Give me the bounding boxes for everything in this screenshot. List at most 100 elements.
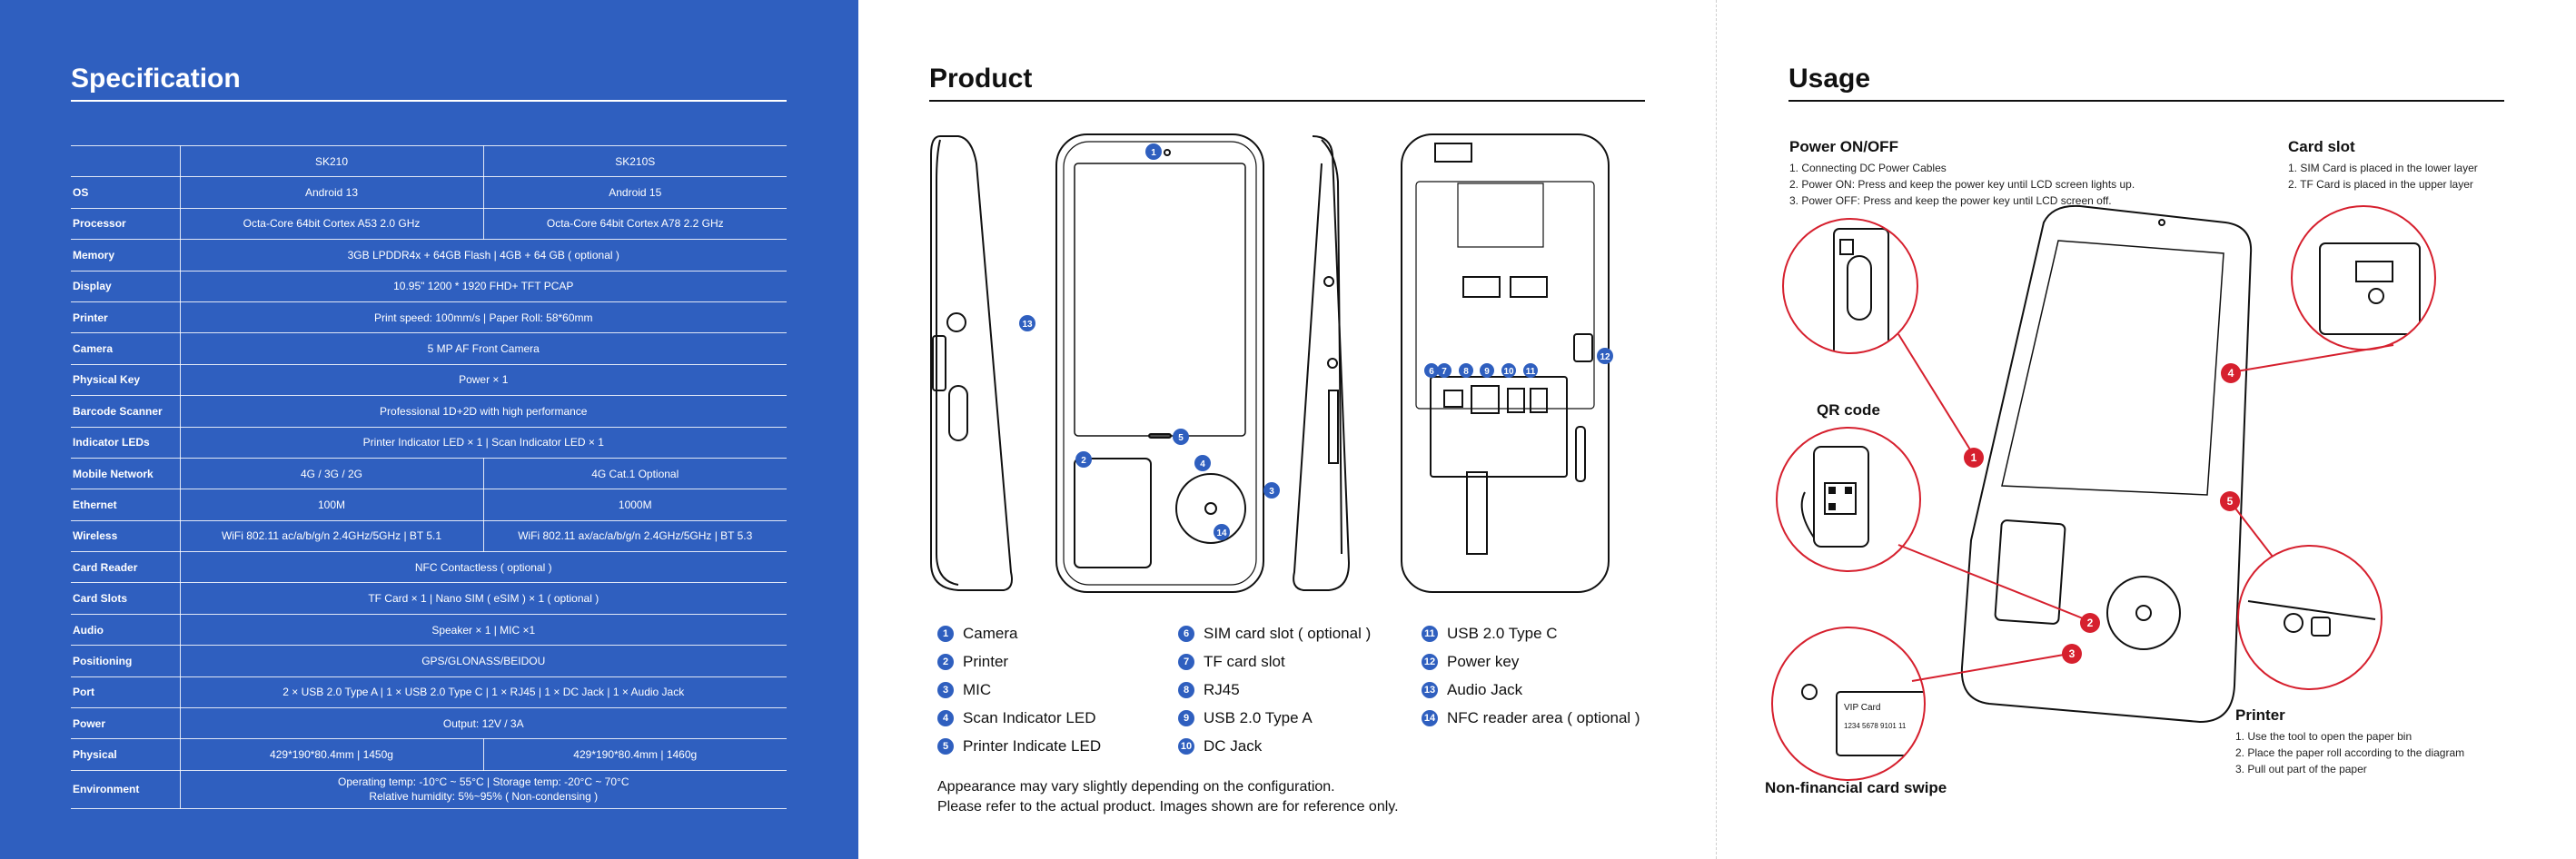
specification-title: Specification bbox=[71, 64, 241, 94]
panel-divider bbox=[1716, 0, 1717, 859]
callout-label: 7 bbox=[1442, 367, 1447, 377]
legend-number: 8 bbox=[1178, 681, 1194, 698]
spec-value: 429*190*80.4mm | 1450g bbox=[180, 738, 484, 771]
spec-value: Octa-Core 64bit Cortex A53 2.0 GHz bbox=[180, 208, 484, 241]
spec-value-text: 5 MP AF Front Camera bbox=[427, 342, 540, 356]
spec-value: WiFi 802.11 ax/ac/a/b/g/n 2.4GHz/5GHz | … bbox=[483, 520, 787, 553]
spec-value: 429*190*80.4mm | 1460g bbox=[483, 738, 787, 771]
legend-item: 8 RJ45 bbox=[1178, 676, 1371, 704]
spec-value: WiFi 802.11 ac/a/b/g/n 2.4GHz/5GHz | BT … bbox=[180, 520, 484, 553]
legend-label: TF card slot bbox=[1204, 652, 1285, 670]
spec-label: Card Reader bbox=[71, 551, 181, 584]
legend-label: MIC bbox=[963, 680, 992, 698]
spec-value: Professional 1D+2D with high performance bbox=[180, 395, 787, 428]
power-heading: Power ON/OFF bbox=[1789, 138, 1898, 155]
spec-label: Memory bbox=[71, 239, 181, 272]
callout-label: 2 bbox=[1081, 456, 1086, 466]
title-rule bbox=[71, 100, 787, 102]
spec-value: GPS/GLONASS/BEIDOU bbox=[180, 645, 787, 677]
printer-steps: 1. Use the tool to open the paper bin 2.… bbox=[2235, 728, 2464, 777]
spec-value: Printer Indicator LED × 1 | Scan Indicat… bbox=[180, 427, 787, 459]
power-key-zoom bbox=[1782, 218, 1918, 354]
legend-number: 5 bbox=[937, 737, 954, 755]
printer-step: 3. Pull out part of the paper bbox=[2235, 763, 2367, 775]
product-title: Product bbox=[929, 64, 1033, 94]
printer-step: 2. Place the paper roll according to the… bbox=[2235, 746, 2465, 759]
printer-zoom bbox=[2237, 545, 2383, 690]
spec-value: Print speed: 100mm/s | Paper Roll: 58*60… bbox=[180, 301, 787, 334]
legend-label: DC Jack bbox=[1204, 736, 1263, 755]
back-view bbox=[1401, 133, 1610, 593]
model-name: SK210S bbox=[483, 144, 787, 178]
spec-value-text: GPS/GLONASS/BEIDOU bbox=[421, 654, 546, 667]
spec-value-text: Operating temp: -10°C ~ 55°C | Storage t… bbox=[338, 775, 629, 789]
callout-label: 12 bbox=[1600, 352, 1610, 362]
spec-row: Positioning GPS/GLONASS/BEIDOU bbox=[71, 645, 787, 677]
spec-value: 4G Cat.1 Optional bbox=[483, 458, 787, 490]
card-slot-heading: Card slot bbox=[2288, 138, 2355, 155]
spec-value: TF Card × 1 | Nano SIM ( eSIM ) × 1 ( op… bbox=[180, 582, 787, 615]
usage-callout-4: 4 bbox=[2221, 363, 2241, 383]
spec-value-text: Power × 1 bbox=[459, 373, 509, 387]
spec-label: Processor bbox=[71, 208, 181, 241]
usage-panel: Usage Power ON/OFF 1. Connecting DC Powe… bbox=[1717, 0, 2576, 859]
spec-label: Wireless bbox=[71, 520, 181, 553]
legend-label: Power key bbox=[1447, 652, 1520, 670]
spec-value-text: Professional 1D+2D with high performance bbox=[380, 404, 588, 418]
model-name: SK210 bbox=[180, 144, 484, 178]
legend-item: 5 Printer Indicate LED bbox=[937, 732, 1101, 760]
spec-label: Barcode Scanner bbox=[71, 395, 181, 428]
legend-label: Printer Indicate LED bbox=[963, 736, 1102, 755]
spec-label: Physical Key bbox=[71, 364, 181, 397]
callout-lines bbox=[1897, 333, 2394, 682]
disclaimer-line-1: Appearance may vary slightly depending o… bbox=[937, 779, 1335, 795]
callout-label: 4 bbox=[1200, 459, 1205, 469]
callout-label: 3 bbox=[1269, 487, 1274, 497]
card-slot-steps: 1. SIM Card is placed in the lower layer… bbox=[2288, 160, 2478, 193]
disclaimer: Appearance may vary slightly depending o… bbox=[937, 777, 1399, 817]
legend-label: USB 2.0 Type A bbox=[1204, 708, 1313, 726]
spec-value-text: 10.95" 1200 * 1920 FHD+ TFT PCAP bbox=[393, 280, 574, 293]
legend-number: 12 bbox=[1422, 653, 1438, 670]
legend-number: 6 bbox=[1178, 625, 1194, 642]
qr-code-zoom bbox=[1776, 427, 1921, 572]
power-steps: 1. Connecting DC Power Cables 2. Power O… bbox=[1789, 160, 2135, 209]
spec-row: Barcode Scanner Professional 1D+2D with h… bbox=[71, 395, 787, 428]
spec-value: 10.95" 1200 * 1920 FHD+ TFT PCAP bbox=[180, 271, 787, 302]
spec-value: NFC Contactless ( optional ) bbox=[180, 551, 787, 584]
spec-label: Positioning bbox=[71, 645, 181, 677]
legend-number: 4 bbox=[937, 709, 954, 726]
disclaimer-line-2: Please refer to the actual product. Imag… bbox=[937, 799, 1399, 815]
power-step: 1. Connecting DC Power Cables bbox=[1789, 162, 1947, 174]
vip-card-number: 1234 5678 9101 11 bbox=[1844, 722, 1907, 730]
usage-callout-5: 5 bbox=[2220, 491, 2240, 511]
title-rule bbox=[929, 100, 1645, 102]
spec-label: Mobile Network bbox=[71, 458, 181, 490]
legend-number: 11 bbox=[1422, 625, 1438, 642]
vip-card-name: VIP Card bbox=[1844, 703, 1880, 713]
spec-value: Output: 12V / 3A bbox=[180, 707, 787, 740]
legend-label: RJ45 bbox=[1204, 680, 1240, 698]
callout-label: 14 bbox=[1216, 528, 1227, 538]
legend-label: Audio Jack bbox=[1447, 680, 1523, 698]
spec-value-text: Speaker × 1 | MIC ×1 bbox=[431, 623, 536, 637]
nfc-heading: Non-financial card swipe bbox=[1765, 779, 1947, 796]
spec-label: OS bbox=[71, 176, 181, 209]
printer-heading: Printer bbox=[2235, 706, 2285, 724]
